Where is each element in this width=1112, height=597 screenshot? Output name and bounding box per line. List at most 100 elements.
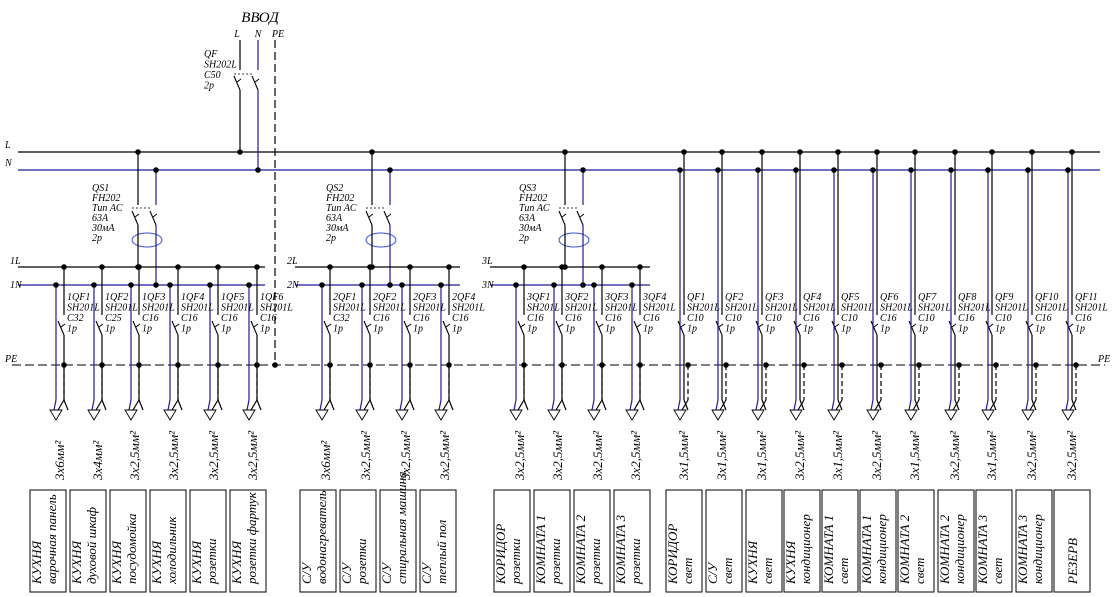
direct-feeder-2-pe-junction xyxy=(723,362,729,368)
direct-feeder-9-qf-label-line: 1p xyxy=(995,324,1005,335)
direct-feeder-3-n-junction xyxy=(755,167,761,173)
group-3-qs-label-line: 30мA xyxy=(518,223,542,234)
group-1-feeder-5-qf-blade xyxy=(211,320,219,336)
group-2-feeder-3-pe-junction xyxy=(407,362,413,368)
group-1-feeder-3-cable: 3x2,5мм² xyxy=(127,430,142,481)
direct-feeder-1-qf-label-line: QF1 xyxy=(687,292,705,303)
load-group-1-3-title: КУХНЯ xyxy=(109,539,124,585)
direct-feeder-11-pe-junction xyxy=(1073,362,1079,368)
group-2-qs-label-line: 2p xyxy=(326,233,336,244)
direct-feeder-9-qf-label-line: C10 xyxy=(995,313,1012,324)
load-direct-5-title: КОМНАТА 1 xyxy=(821,515,836,585)
group-3-feeder-2-pe-junction xyxy=(559,362,565,368)
group-2-feeder-4-qf-mark xyxy=(445,323,451,328)
group-2-feeder-1-pe-junction xyxy=(327,362,333,368)
group-3-feeder-4-n-junction xyxy=(629,282,635,288)
group-1-feeder-1-conv-pe xyxy=(57,399,65,411)
group-2-qs-label-line: 30мA xyxy=(325,223,349,234)
direct-feeder-9-conv-pe xyxy=(989,399,997,411)
direct-feeder-2-qf-blade xyxy=(715,320,723,336)
direct-feeder-6-l-junction xyxy=(874,149,880,155)
direct-feeder-1-qf-blade xyxy=(677,320,685,336)
group-2-feeder-3-conv-pe xyxy=(403,399,411,411)
group-1-feeder-4-conv-l xyxy=(177,399,183,411)
direct-feeder-1-qf-mark xyxy=(680,323,686,328)
direct-feeder-2-qf-mark xyxy=(718,323,724,328)
group-2-feeder-2-conv-n xyxy=(359,399,363,411)
group-2-feeder-3-n-junction xyxy=(399,282,405,288)
group-3-feeder-4-qf-label-line: 3QF4 xyxy=(642,292,666,303)
load-group-3-1-box xyxy=(493,489,531,593)
load-direct-3-title: КУХНЯ xyxy=(745,539,760,585)
group-1-feeder-3-conv-l xyxy=(138,399,144,411)
wires xyxy=(12,40,1105,593)
load-group-1-5-box xyxy=(189,489,227,593)
group-2-feeder-4-qf-label-line: 1p xyxy=(452,324,462,335)
group-1-feeder-1-qf-mark xyxy=(60,323,66,328)
direct-feeder-4-qf-blade xyxy=(793,320,801,336)
direct-feeder-7-pe-junction xyxy=(916,362,922,368)
direct-feeder-6-n-junction xyxy=(870,167,876,173)
group-2-qs-l-mark xyxy=(368,213,374,218)
direct-feeder-7-qf-label-line: SH201L xyxy=(918,303,951,314)
load-direct-2-title: С/У xyxy=(705,561,720,584)
direct-feeder-10-conv-l xyxy=(1031,399,1037,411)
group-2-qs-n-mark xyxy=(386,213,392,218)
direct-feeder-5-conv-l xyxy=(837,399,843,411)
direct-feeder-9-conv-n xyxy=(985,399,989,411)
load-group-1-6-box xyxy=(229,489,267,593)
group-2-feeder-1-qf-mark xyxy=(326,323,332,328)
direct-feeder-4-conv-l xyxy=(799,399,805,411)
direct-feeder-4-qf-label-line: C16 xyxy=(803,313,820,324)
group-1-feeder-1-qf-label-line: SH201L xyxy=(67,303,100,314)
load-group-1-4-subtitle: холодильник xyxy=(164,516,179,585)
direct-feeder-9-conv-l xyxy=(991,399,997,411)
load-direct-9-box xyxy=(975,489,1013,593)
group-1-feeder-5-conv-n xyxy=(207,399,211,411)
group-3-qs-l-junction xyxy=(562,149,568,155)
group-1-feeder-6-pe-junction xyxy=(254,362,260,368)
direct-feeder-1-terminal xyxy=(673,409,687,421)
input-pe-junction xyxy=(272,362,278,368)
group-1-feeder-3-qf-label-line: 1QF3 xyxy=(142,292,165,303)
load-group-1-2-box xyxy=(69,489,107,593)
group-1-feeder-6-qf-label-line: 1p xyxy=(260,324,270,335)
direct-feeder-2-conv-l xyxy=(721,399,727,411)
load-direct-11-title: РЕЗЕРВ xyxy=(1065,538,1080,585)
direct-feeder-7-conv-pe xyxy=(912,399,920,411)
group-3-feeder-2-conv-n xyxy=(551,399,555,411)
group-3-qs-label-line: QS3 xyxy=(519,183,536,194)
direct-feeder-7-terminal xyxy=(904,409,918,421)
direct-feeder-11-qf-label-line: 1p xyxy=(1075,324,1085,335)
group-1-qs-n-mark xyxy=(152,213,158,218)
group-2-feeder-4-terminal xyxy=(434,409,448,421)
direct-feeder-7-conv-n xyxy=(908,399,912,411)
load-direct-10-subtitle: кондиционер xyxy=(1030,514,1045,584)
load-direct-11-box xyxy=(1053,489,1091,593)
direct-feeder-11-n-junction xyxy=(1065,167,1071,173)
group-3-feeder-3-qf-mark xyxy=(598,323,604,328)
group-1-feeder-4-terminal xyxy=(163,409,177,421)
group-3-feeder-4-conv-n xyxy=(629,399,633,411)
input-qf-n-blade xyxy=(251,75,259,91)
direct-feeder-2-conv-n xyxy=(715,399,719,411)
input-qf-n-mark xyxy=(254,78,260,83)
input-qf-l-blade xyxy=(233,75,241,91)
group-3-feeder-1-qf-label-line: SH201L xyxy=(527,303,560,314)
load-direct-6-title: КОМНАТА 1 xyxy=(859,515,874,585)
direct-feeder-9-n-junction xyxy=(985,167,991,173)
group-2-feeder-4-conv-l xyxy=(448,399,454,411)
group-3-feeder-1-qf-label-line: 3QF1 xyxy=(526,292,550,303)
load-group-2-4-subtitle: теплый пол xyxy=(434,519,449,584)
group-2-feeder-1-l-junction xyxy=(327,264,333,270)
direct-feeder-4-n-junction xyxy=(793,167,799,173)
direct-feeder-1-conv-n xyxy=(677,399,681,411)
direct-feeder-5-qf-mark xyxy=(834,323,840,328)
load-group-3-1-title: КОРИДОР xyxy=(493,524,508,585)
direct-feeder-2-qf-label-line: 1p xyxy=(725,324,735,335)
group-2-feeder-3-cable: 3x2,5мм² xyxy=(398,430,413,481)
group-1-feeder-5-conv-pe xyxy=(211,399,219,411)
group-3-qs-l-blade xyxy=(558,210,566,226)
group-1-feeder-4-qf-blade xyxy=(171,320,179,336)
